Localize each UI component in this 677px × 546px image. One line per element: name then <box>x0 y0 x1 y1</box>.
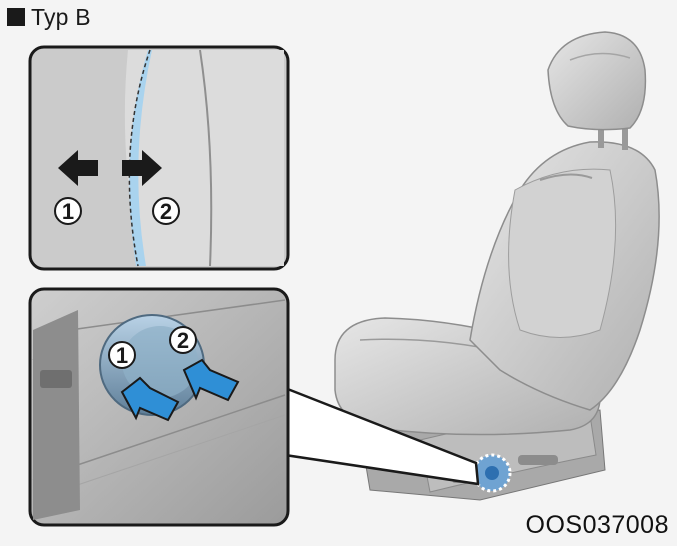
section-title: Typ B <box>31 3 91 30</box>
label-1: 1 <box>62 199 74 224</box>
arrow-right-icon <box>122 150 162 186</box>
label-2: 2 <box>160 199 172 224</box>
lumbar-callout: 1 2 <box>28 45 290 271</box>
seat-drawing <box>334 31 660 501</box>
square-bullet-icon <box>7 8 25 26</box>
image-code: OOS037008 <box>525 511 669 539</box>
label-2: 2 <box>177 328 189 353</box>
press-arrow-icon <box>182 358 240 402</box>
press-arrow-icon <box>120 376 180 422</box>
section-header: Typ B <box>7 4 91 30</box>
arrow-left-icon <box>58 150 98 186</box>
switch-callout: 1 2 <box>28 287 290 527</box>
label-1: 1 <box>116 343 128 368</box>
